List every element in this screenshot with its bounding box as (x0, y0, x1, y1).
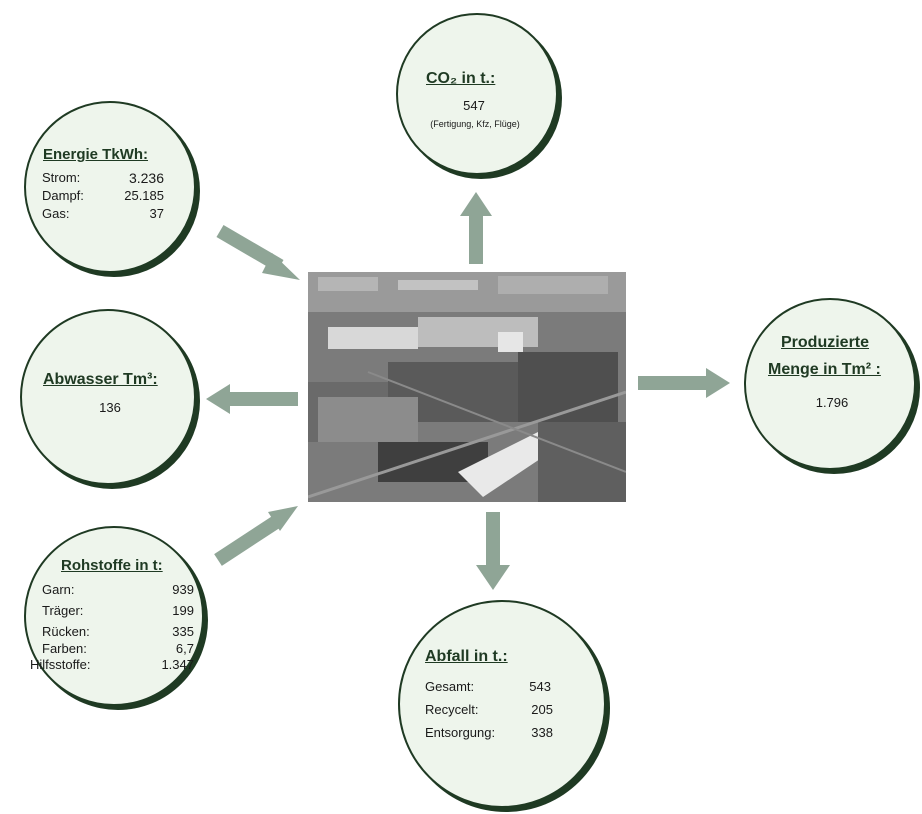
abfall-label: Entsorgung: (425, 725, 496, 740)
abfall-row-entsorgung: Entsorgung: 338 (425, 725, 553, 741)
energie-label: Strom: (42, 170, 81, 185)
co2-title: CO₂ in t.: (426, 70, 496, 87)
arrow-up-co2 (460, 192, 492, 264)
arrow-produzierte-out (638, 368, 730, 398)
abwasser-title: Abwasser Tm³: (43, 371, 158, 388)
abfall-row-recycelt: Recycelt: 205 (425, 702, 553, 718)
rohstoffe-label: Garn: (42, 582, 75, 597)
energie-value: 37 (149, 206, 164, 221)
arrow-rohstoffe-in (214, 506, 298, 566)
co2-value: 547 (463, 98, 485, 113)
energie-row-gas: Gas: 37 (42, 206, 164, 222)
rohstoffe-row-hilfsstoffe: Hilfsstoffe: 1.347 (30, 657, 194, 673)
rohstoffe-value: 1.347 (161, 657, 194, 672)
rohstoffe-label: Farben: (42, 641, 87, 656)
abfall-value: 205 (531, 702, 553, 717)
rohstoffe-row-garn: Garn: 939 (42, 582, 194, 598)
energie-label: Dampf: (42, 188, 84, 203)
rohstoffe-circle (24, 526, 204, 706)
abfall-label: Recycelt: (425, 702, 479, 717)
energie-value: 3.236 (128, 170, 164, 186)
abfall-circle (398, 600, 606, 808)
rohstoffe-value: 199 (172, 603, 194, 618)
produzierte-title-line2: Menge in Tm² : (768, 361, 881, 378)
co2-note: (Fertigung, Kfz, Flüge) (430, 119, 520, 129)
arrow-abwasser-out (206, 384, 298, 414)
abwasser-circle (20, 309, 196, 485)
rohstoffe-label: Hilfsstoffe: (30, 657, 91, 672)
energie-row-strom: Strom: 3.236 (42, 170, 164, 186)
co2-circle (396, 13, 558, 175)
abfall-label: Gesamt: (425, 679, 475, 694)
produzierte-title-line1: Produzierte (781, 334, 870, 351)
rohstoffe-label: Rücken: (42, 624, 90, 639)
rohstoffe-value: 6,7 (175, 641, 194, 656)
rohstoffe-label: Träger: (42, 603, 84, 618)
energie-row-dampf: Dampf: 25.185 (42, 188, 164, 204)
abwasser-value: 136 (99, 400, 121, 415)
rohstoffe-title: Rohstoffe in t: (61, 557, 163, 574)
energie-value: 25.185 (124, 188, 164, 203)
produzierte-value: 1.796 (815, 395, 849, 410)
rohstoffe-value: 939 (172, 582, 194, 597)
abfall-value: 543 (529, 679, 551, 694)
energie-label: Gas: (42, 206, 70, 221)
abfall-title: Abfall in t.: (425, 648, 508, 665)
produzierte-circle (744, 298, 916, 470)
energie-circle (24, 101, 196, 273)
rohstoffe-row-farben: Farben: 6,7 (42, 641, 194, 657)
abfall-row-gesamt: Gesamt: 543 (425, 679, 551, 695)
arrow-abfall-out (476, 512, 510, 590)
factory-aerial-photo (308, 272, 626, 502)
rohstoffe-value: 335 (172, 624, 194, 639)
rohstoffe-row-traeger: Träger: 199 (42, 603, 194, 619)
arrow-energie-in (216, 224, 300, 280)
rohstoffe-row-ruecken: Rücken: 335 (42, 624, 194, 640)
energie-title: Energie TkWh: (43, 146, 149, 163)
abfall-value: 338 (531, 725, 553, 740)
